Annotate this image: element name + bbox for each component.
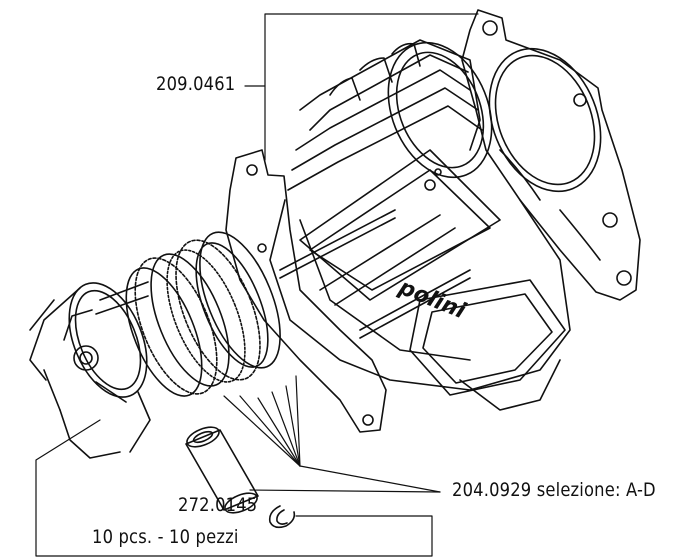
piston-pin-part-number: 272.0145 [178, 494, 258, 516]
cylinder [257, 39, 571, 411]
head-gasket [461, 9, 641, 301]
polini-logo: polini [394, 275, 469, 325]
base-gasket [225, 149, 387, 433]
piston [29, 281, 151, 459]
head-gasket-part-number: 209.0461 [156, 73, 236, 95]
piston-rings-part-number: 204.0929 selezione: A-D [452, 479, 656, 501]
piston-rings [125, 231, 281, 397]
leader-lines [35, 13, 479, 557]
brand-text: polini [394, 275, 469, 325]
piston-pin-quantity: 10 pcs. - 10 pezzi [92, 526, 239, 548]
pin-clip [268, 505, 296, 529]
piston-pin [185, 426, 259, 514]
